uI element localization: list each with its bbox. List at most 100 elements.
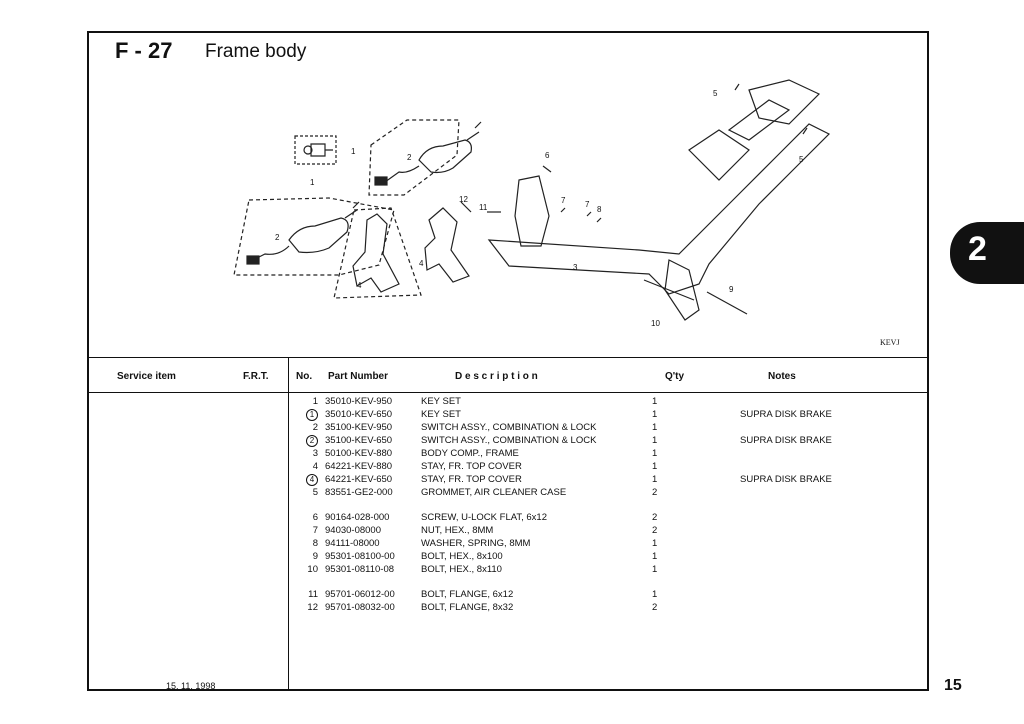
row-no: 9 [312,551,318,562]
callout-10: 10 [651,319,660,328]
row-part-number: 35100-KEV-950 [325,422,393,433]
row-qty: 1 [652,409,658,420]
row-notes: SUPRA DISK BRAKE [740,435,832,446]
row-qty: 1 [652,589,658,600]
table-row: 6 90164-028-000 SCREW, U-LOCK FLAT, 6x12 2 [290,512,926,525]
callout-1-circled: 1 [310,178,315,187]
row-description: NUT, HEX., 8MM [421,525,494,536]
row-no: 12 [307,602,318,613]
screw-6 [542,165,552,173]
row-no: 2 [292,435,318,447]
switch-2-lower-body [288,217,349,254]
row-notes: SUPRA DISK BRAKE [740,409,832,420]
row-part-number: 90164-028-000 [325,512,390,523]
figure-title: Frame body [205,41,307,62]
row-description: BOLT, HEX., 8x100 [421,551,503,562]
row-part-number: 83551-GE2-000 [325,487,393,498]
row-qty: 1 [652,435,658,446]
callout-4: 4 [419,259,424,268]
stay-group-box [333,207,422,299]
header-service-item: Service item [117,371,176,382]
circled-no: 4 [306,474,318,486]
issue-date: 15. 11. 1998 [166,681,216,691]
switch-2-upper-key [466,121,482,141]
callout-1: 1 [351,147,356,156]
callout-12: 12 [459,195,468,204]
switch-2-upper-body [418,139,472,174]
key-1-head [303,145,313,155]
row-no: 1 [292,409,318,421]
row-qty: 2 [652,512,658,523]
diagram-ref-code: KEVJ [880,338,900,347]
table-row: 2 35100-KEV-950 SWITCH ASSY., COMBINATION … [290,422,926,435]
frame-3-main-tube [487,123,831,295]
row-description: STAY, FR. TOP COVER [421,461,522,472]
row-description: BOLT, HEX., 8x110 [421,564,502,575]
key-set-group-box [294,135,337,165]
header-qty: Q'ty [665,371,685,382]
frame-3-rear-rails [688,99,791,181]
grommet-5 [734,83,808,135]
row-part-number: 94030-08000 [325,525,381,536]
row-part-number: 50100-KEV-880 [325,448,393,459]
washer-8 [596,217,602,223]
row-part-number: 95301-08100-00 [325,551,395,562]
row-qty: 1 [652,564,658,575]
frame-3-rear-bracket [748,79,821,125]
row-part-number: 95301-08110-08 [325,564,395,575]
table-top-rule [87,357,929,358]
row-part-number: 95701-08032-00 [325,602,395,613]
callout-2-circled: 2 [275,233,280,242]
callout-3: 3 [573,263,578,272]
table-header-rule [87,392,929,393]
row-no: 11 [308,589,318,600]
row-part-number: 35100-KEV-650 [325,435,393,446]
callout-7-a: 7 [561,196,566,205]
table-column-divider [288,357,289,691]
row-description: SCREW, U-LOCK FLAT, 6x12 [421,512,547,523]
row-part-number: 95701-06012-00 [325,589,395,600]
circled-no: 2 [306,435,318,447]
row-part-number: 64221-KEV-880 [325,461,393,472]
nut-7 [560,207,592,217]
row-qty: 1 [652,448,658,459]
chapter-number: 2 [968,230,987,268]
row-qty: 1 [652,474,658,485]
row-description: KEY SET [421,396,461,407]
switch-group-box-lower [233,197,395,276]
page-number: 15 [944,677,962,694]
header-no: No. [296,371,313,382]
row-description: BOLT, FLANGE, 6x12 [421,589,514,600]
switch-group-box-upper [368,119,460,196]
row-no: 6 [312,512,318,523]
row-qty: 1 [652,422,658,433]
callout-11: 11 [479,203,488,212]
row-notes: SUPRA DISK BRAKE [740,474,832,485]
figure-code: F - 27 [115,38,173,63]
circled-no: 1 [306,409,318,421]
bolt-9 [706,291,748,315]
row-no: 4 [292,474,318,486]
callout-4-circled: 4 [357,281,362,290]
stay-4-a [352,213,400,293]
frame-3-engine-hanger [664,259,700,321]
row-description: BOLT, FLANGE, 8x32 [421,602,514,613]
callout-5-right: 5 [799,155,804,164]
key-1 [310,143,333,157]
row-qty: 2 [652,487,658,498]
table-row: 11 95701-06012-00 BOLT, FLANGE, 6x12 1 [290,589,926,602]
callout-5-top: 5 [713,89,718,98]
row-no: 1 [312,396,318,407]
row-qty: 1 [652,396,658,407]
row-description: SWITCH ASSY., COMBINATION & LOCK [421,422,597,433]
row-no: 2 [312,422,318,433]
